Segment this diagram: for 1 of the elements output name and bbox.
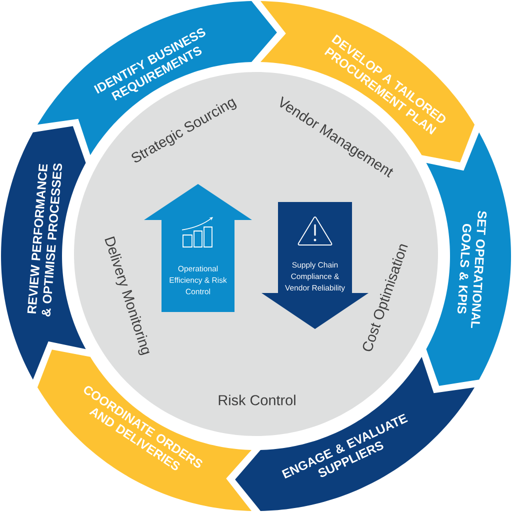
arrow-segment: REVIEW PERFORMANCE & OPTIMISE PROCESSES xyxy=(1,126,86,380)
